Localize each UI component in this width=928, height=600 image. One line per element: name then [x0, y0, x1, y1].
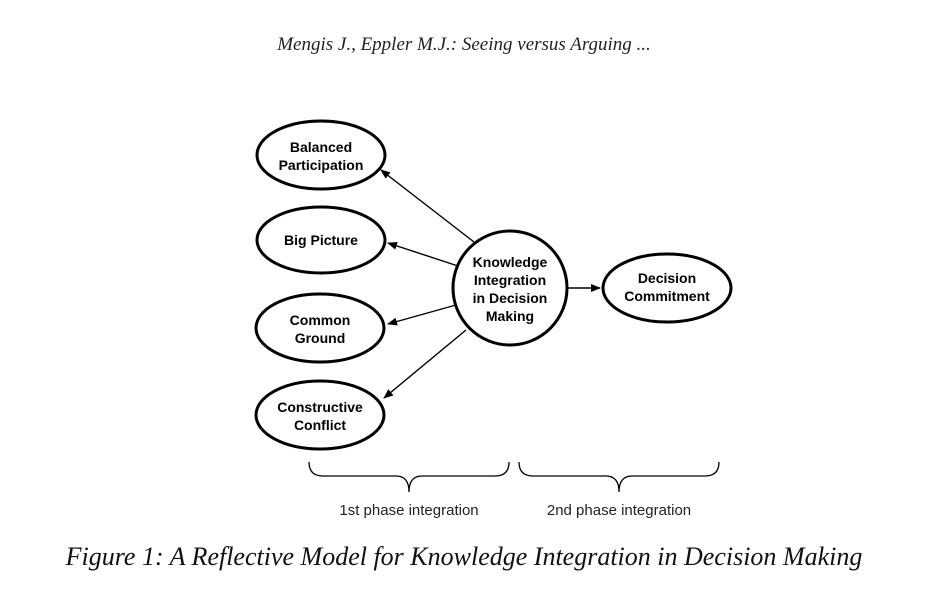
edge-knowledge-to-common-ground	[387, 304, 457, 326]
edge-knowledge-to-constructive-conflict	[383, 329, 467, 399]
brace-first-phase	[308, 461, 510, 493]
node-label-line: Participation	[279, 157, 364, 173]
figure-caption: Figure 1: A Reflective Model for Knowled…	[65, 542, 863, 571]
brace-second-phase	[518, 461, 720, 493]
node-big-picture: Big Picture	[255, 205, 387, 275]
edge-knowledge-to-balanced-participation	[380, 169, 475, 243]
node-common-ground: Common Ground	[254, 292, 386, 364]
node-label-line: Common	[290, 312, 351, 328]
node-label-line: Big Picture	[284, 232, 358, 248]
node-label-line: Ground	[295, 330, 346, 346]
node-label-line: Decision	[638, 270, 696, 286]
node-label-line: Integration	[474, 272, 546, 288]
node-decision-commitment: Decision Commitment	[601, 252, 733, 324]
node-knowledge-integration: Knowledge Integration in Decision Making	[451, 229, 569, 347]
node-label-line: in Decision	[473, 290, 548, 306]
node-label-line: Making	[486, 308, 534, 324]
node-constructive-conflict: Constructive Conflict	[254, 379, 386, 451]
node-balanced-participation: Balanced Participation	[255, 119, 387, 191]
node-label-line: Knowledge	[473, 254, 548, 270]
node-label-line: Commitment	[624, 288, 710, 304]
node-label-line: Balanced	[290, 139, 352, 155]
node-label-line: Constructive	[277, 399, 363, 415]
page-header: Mengis J., Eppler M.J.: Seeing versus Ar…	[277, 34, 651, 55]
phase-label-first: 1st phase integration	[339, 502, 478, 519]
phase-label-second: 2nd phase integration	[547, 502, 691, 519]
edge-knowledge-to-big-picture	[387, 242, 459, 267]
node-label-line: Conflict	[294, 417, 346, 433]
